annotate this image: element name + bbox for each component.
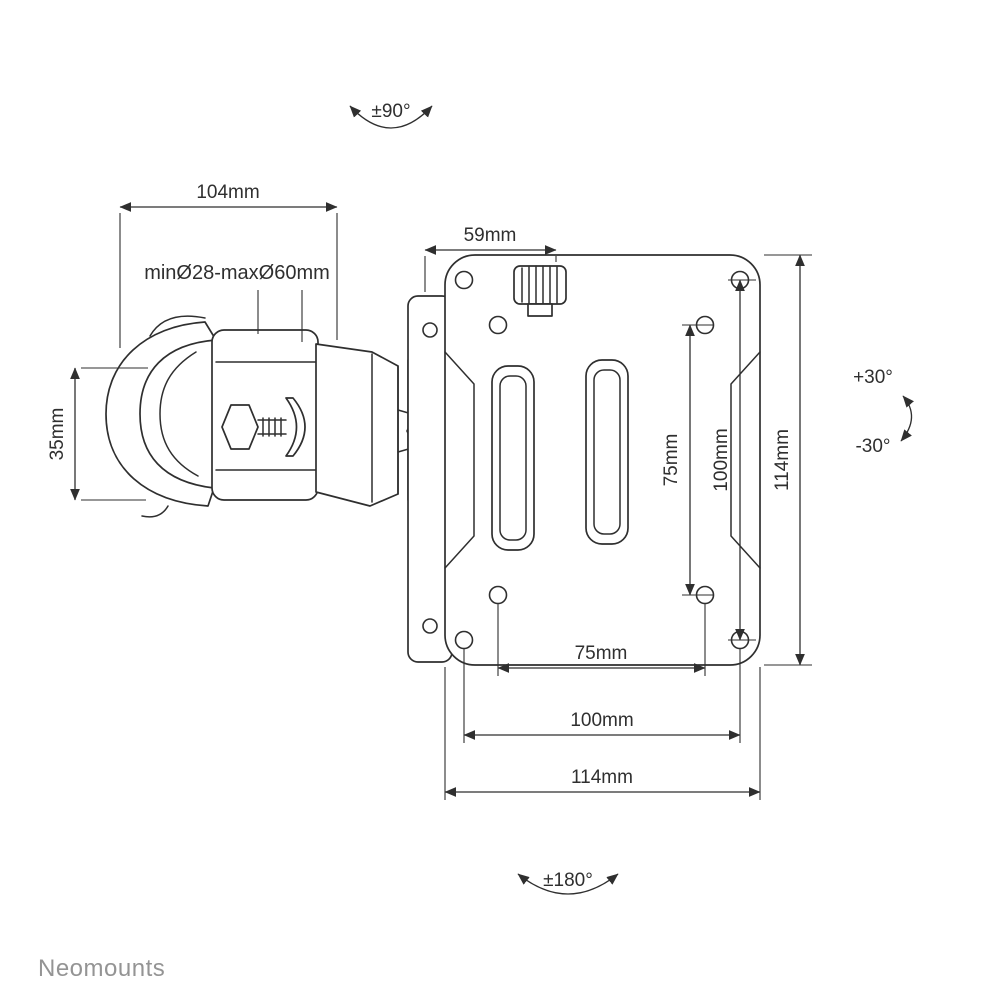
- rotation-180-arc-arrow: [517, 873, 619, 895]
- clamp-top-hook: [149, 315, 206, 337]
- tilt-range-annotation: +30° -30°: [853, 367, 914, 457]
- tilt-arc-arrow: [900, 395, 914, 442]
- bolt-thread-lines: [257, 417, 287, 437]
- vesa-plate: [407, 254, 761, 666]
- knob-knurl-ridges: [521, 265, 558, 305]
- dim-clamp-height-35: 35mm: [47, 367, 148, 501]
- back-bracket-hole-top: [422, 322, 438, 338]
- dim-label-100mm-vertical: 100mm: [711, 428, 732, 491]
- rotation-90-arc-arrow: [349, 105, 433, 129]
- clamp-jaw-outline: [105, 321, 217, 507]
- tightening-knob: [513, 265, 567, 317]
- dim-plate-depth-59: 59mm: [424, 225, 557, 292]
- clamp-jaw-inner-curve: [159, 351, 199, 477]
- brand-logo: Neomounts: [38, 955, 165, 982]
- vesa75-hole-bottom-left: [488, 585, 508, 605]
- tilt-up-label: +30°: [853, 367, 893, 388]
- back-bracket-hole-bottom: [422, 618, 438, 634]
- arm-outline: [315, 343, 399, 507]
- dim-label-pole-range: minØ28-maxØ60mm: [144, 262, 330, 284]
- slot-inner: [499, 375, 527, 541]
- plate-right-fold: [730, 351, 761, 569]
- dim-label-75mm-vertical: 75mm: [661, 434, 682, 487]
- clamp-bottom-lever: [141, 505, 169, 518]
- dim-vesa100-horizontal: 100mm: [463, 649, 741, 743]
- dim-plate-height-114: 114mm: [764, 254, 812, 666]
- dim-label-100mm-horizontal: 100mm: [570, 710, 633, 731]
- rotation-top-annotation: ±90°: [349, 101, 433, 129]
- dim-plate-width-114: 114mm: [444, 667, 761, 800]
- dim-vesa100-vertical: 100mm: [711, 279, 756, 641]
- dim-label-75mm-horizontal: 75mm: [575, 643, 628, 664]
- bolt-d-handle: [285, 397, 306, 457]
- dim-pole-diameter-range: minØ28-maxØ60mm: [144, 262, 330, 342]
- vesa-slot-right: [585, 359, 629, 545]
- slot-outer: [585, 359, 629, 545]
- dim-label-59mm: 59mm: [464, 225, 517, 246]
- hex-nut: [221, 404, 259, 450]
- dim-label-35mm: 35mm: [47, 408, 68, 461]
- dim-vesa75-vertical: 75mm: [661, 324, 714, 596]
- dim-arm-length-104: 104mm: [119, 182, 338, 348]
- rotation-bottom-annotation: ±180°: [517, 870, 619, 895]
- pole-clamp: [105, 315, 442, 518]
- rotation-90-label: ±90°: [371, 101, 410, 122]
- slot-inner: [593, 369, 621, 535]
- tension-bolt: [221, 397, 306, 457]
- vesa100-hole-top-left: [454, 270, 474, 290]
- vesa-slot-left: [491, 365, 535, 551]
- dim-vesa75-horizontal: 75mm: [497, 604, 706, 676]
- tilt-down-label: -30°: [855, 436, 890, 457]
- dim-label-114mm-horizontal: 114mm: [571, 767, 633, 788]
- rotation-180-label: ±180°: [543, 870, 593, 891]
- slot-outer: [491, 365, 535, 551]
- dim-label-104mm: 104mm: [196, 182, 259, 203]
- knob-collar: [527, 303, 553, 317]
- plate-left-fold: [444, 351, 475, 569]
- vesa75-hole-top-left: [488, 315, 508, 335]
- dim-label-114mm-vertical: 114mm: [772, 429, 793, 491]
- vesa100-hole-bottom-left: [454, 630, 474, 650]
